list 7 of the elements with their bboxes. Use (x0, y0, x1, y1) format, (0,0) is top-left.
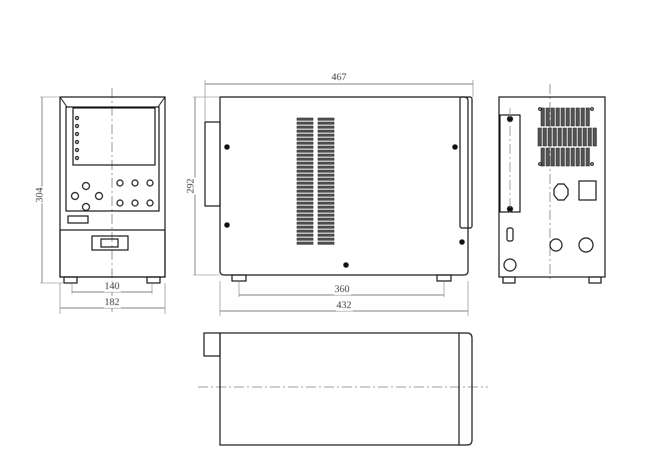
dimension-label: 432 (336, 301, 352, 311)
dimension-label: 140 (104, 282, 120, 292)
dimension-label: 467 (330, 73, 348, 83)
dimension-label: 304 (35, 186, 45, 204)
dimension-label: 292 (186, 178, 196, 194)
dimension-label: 182 (104, 298, 120, 308)
dimension-label: 360 (334, 285, 350, 295)
